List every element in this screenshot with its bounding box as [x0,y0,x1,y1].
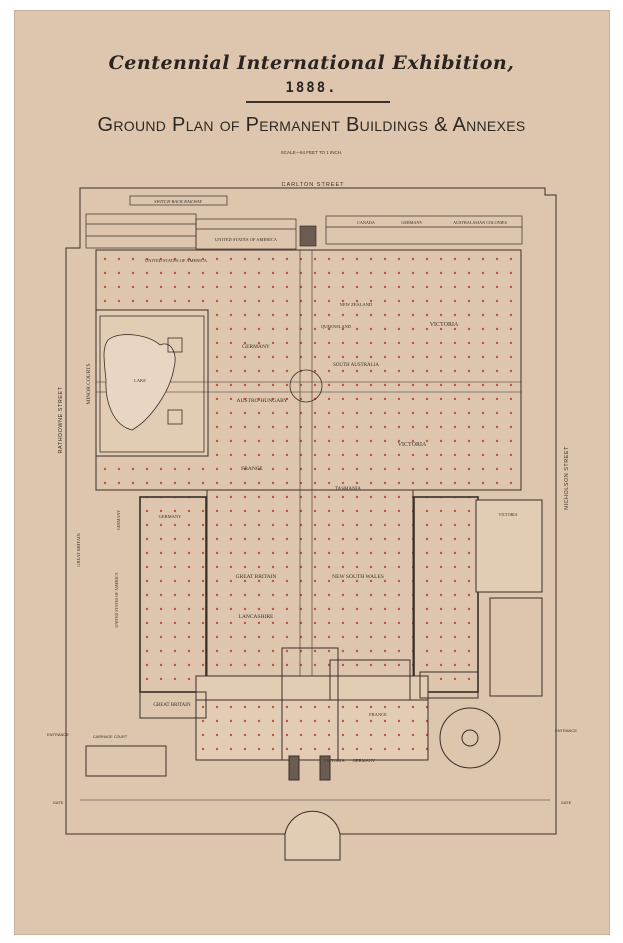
label-entrance-e: ENTRANCE [555,728,577,733]
title-line-2: Ground Plan of Permanent Buildings & Ann… [97,114,526,136]
site-boundary [65,187,557,861]
label-germany-court: GERMANY [242,344,270,350]
street-west: RATHDOWNE STREET [58,386,64,453]
label-france-s: FRANCE [369,712,387,717]
label-switchback: SWITCH BACK RAILWAY [154,199,202,204]
title-line-1: Centennial International Exhibition, [108,52,515,74]
north-annexes [85,195,523,250]
label-victoria-ne: VICTORIA [430,322,459,328]
label-tasmania: TASMANIA [335,487,361,492]
label-victoria-s: VICTORIA [323,758,345,763]
label-australasian: AUSTRALASIAN COLONIES [453,220,508,225]
label-new-south-wales: NEW SOUTH WALES [332,574,384,580]
label-usa-top: UNITED STATES OF AMERICA [215,237,278,242]
label-entrance-w: ENTRANCE [47,732,69,737]
label-carriage-court: CARRIAGE COURT [93,735,128,739]
label-south-australia: SOUTH AUSTRALIA [333,363,379,368]
street-north: CARLTON STREET [282,182,345,188]
label-germany-w: GERMANY [116,510,121,530]
label-great-britain-w: GREAT BRITAIN [76,533,81,567]
label-gate-w: GATE [53,800,64,805]
label-germany-top: GERMANY [401,220,422,225]
label-usa-w: UNITED STATES OF AMERICA [114,572,119,627]
title-rule [246,101,390,103]
label-lake: LAKE [134,378,146,383]
label-usa-hall: UNITED STATES OF AMERICA [145,258,208,263]
title-year: 1888. [285,80,338,96]
label-minor-courts: MINOR COURTS [86,363,92,404]
label-queensland: QUEENSLAND [321,324,352,329]
label-germany-s: GERMANY [353,758,377,763]
label-lancashire: LANCASHIRE [239,614,274,620]
label-new-zealand: NEW ZEALAND [340,302,373,307]
label-great-britain-sw: GREAT BRITAIN [153,703,191,708]
label-great-britain: GREAT BRITAIN [236,574,277,580]
lake-court [99,315,205,453]
label-victoria-e: VICTORIA [398,442,427,448]
south-front [85,597,543,781]
label-victoria-annex: VICTORIA [498,512,517,517]
label-france: FRANCE [241,466,263,472]
label-germany-wing: GERMANY [159,514,183,519]
street-east: NICHOLSON STREET [564,446,570,510]
label-gate-e: GATE [561,800,572,805]
scale-note: SCALE—64 FEET TO 1 INCH. [280,150,343,155]
label-austro-hungary: AUSTRO-HUNGARY [236,398,287,404]
label-canada: CANADA [357,220,375,225]
